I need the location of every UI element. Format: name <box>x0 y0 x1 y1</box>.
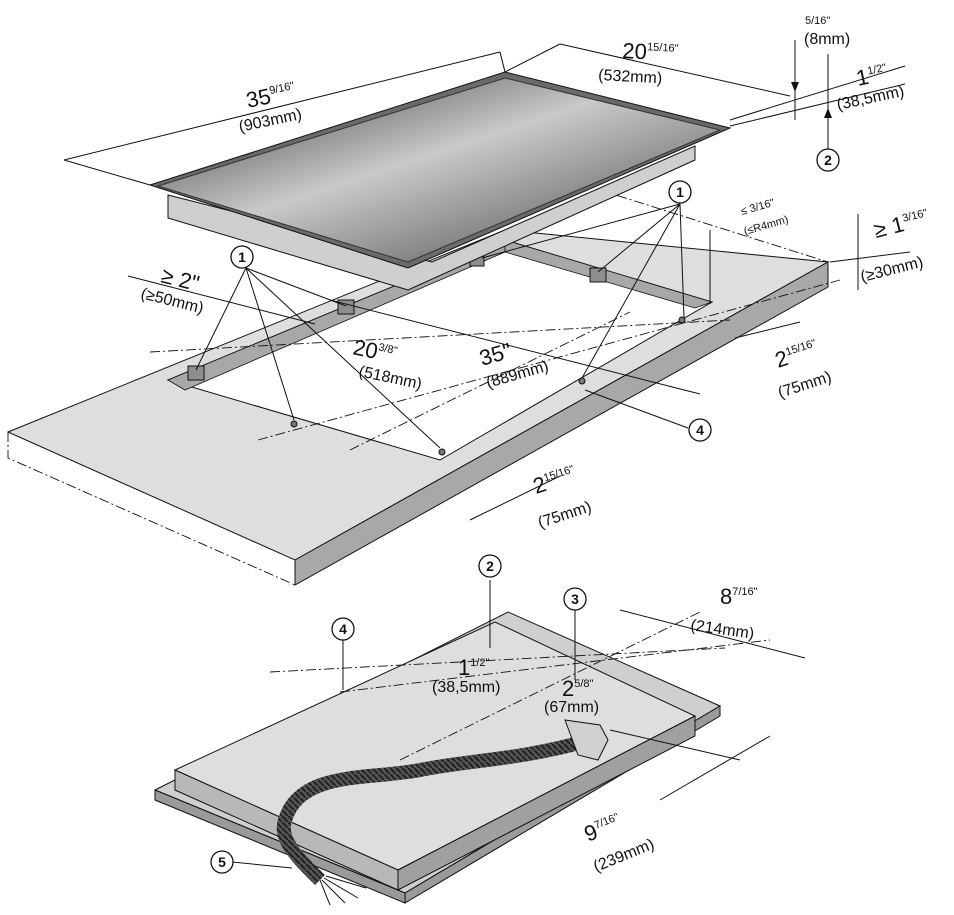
underside-dimensions <box>231 580 806 869</box>
callout-2-lower: 2 <box>478 554 502 578</box>
cooktop-dimensions <box>63 40 906 186</box>
underside-front-label: 97/16" <box>581 809 625 846</box>
front-clearance-mm: (75mm) <box>536 499 594 532</box>
counter-thickness-label: ≥ 13/16" <box>871 205 931 243</box>
cooktop-depth-label: 2015/16" <box>622 38 679 66</box>
svg-text:3: 3 <box>571 591 579 607</box>
radius-mm: (≤R4mm) <box>743 214 790 238</box>
cable-wires <box>319 875 367 906</box>
callout-1-lower: 1 <box>230 245 254 269</box>
glass-thickness-label: 5/16" <box>805 15 830 27</box>
bracket <box>589 267 607 283</box>
bracket <box>337 299 355 315</box>
callout-5: 5 <box>210 850 234 874</box>
front-clearance-label: 215/16" <box>530 461 579 498</box>
glass-thickness-mm: (8mm) <box>804 31 850 48</box>
glass-surface <box>156 77 722 263</box>
callout-4-lower: 4 <box>331 617 355 641</box>
side-clearance-label: 215/16" <box>772 335 821 372</box>
svg-text:4: 4 <box>696 422 704 438</box>
svg-text:1: 1 <box>676 184 684 200</box>
underside-depth-label: 11/2" <box>458 655 490 680</box>
callout-4-upper: 4 <box>688 418 712 442</box>
callout-3: 3 <box>563 587 587 611</box>
side-clearance-mm: (75mm) <box>776 369 834 402</box>
callout-2-upper: 2 <box>816 148 840 172</box>
cooktop-width-label: 359/16" <box>244 78 298 113</box>
callout-1-upper: 1 <box>668 180 692 204</box>
svg-text:4: 4 <box>339 621 347 637</box>
cooktop-underside <box>153 611 771 904</box>
svg-text:1: 1 <box>238 249 246 265</box>
cutout-depth-label: 203/8" <box>351 334 399 368</box>
cutout-dimensions <box>127 214 911 521</box>
underside-depth-mm: (38,5mm) <box>432 679 500 696</box>
bracket <box>187 365 205 381</box>
cooktop-height-label: 11/2" <box>854 60 890 91</box>
callout-4-leader <box>584 389 689 429</box>
connection-offset-label: 25/8" <box>562 676 594 701</box>
svg-text:2: 2 <box>824 152 832 168</box>
counter-thickness-mm: (≥30mm) <box>859 254 925 286</box>
callout-1-leaders <box>195 203 685 449</box>
connection-offset-mm: (67mm) <box>544 699 599 716</box>
connection-conduit <box>276 733 592 885</box>
radius-label: ≤ 3/16" <box>740 197 776 218</box>
underside-side-mm: (214mm) <box>689 617 755 643</box>
svg-text:2: 2 <box>486 558 494 574</box>
underside-side-label: 87/16" <box>720 584 758 609</box>
terminal-box <box>564 719 609 761</box>
cooktop-depth-mm: (532mm) <box>598 67 663 87</box>
svg-text:5: 5 <box>218 854 226 870</box>
cooktop <box>148 71 732 291</box>
cooktop-width-mm: (903mm) <box>237 106 303 136</box>
